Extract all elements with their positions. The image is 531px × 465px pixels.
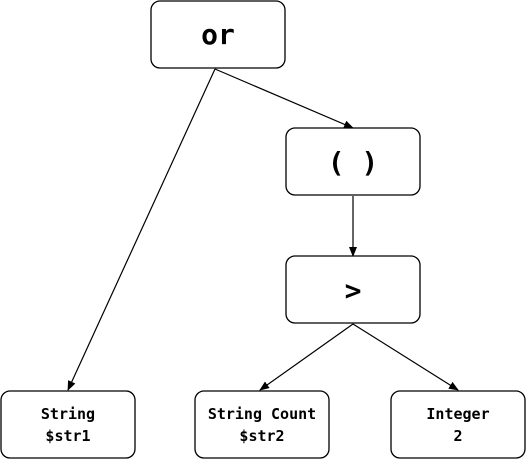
edge-or-to-string [67, 68, 216, 391]
node-string-count: String Count $str2 [194, 390, 330, 459]
node-string-count-line1: String Count [208, 405, 316, 423]
node-parens: ( ) [285, 127, 421, 196]
node-integer: Integer 2 [390, 390, 526, 459]
edge-gt-to-string-count [259, 323, 354, 391]
node-gt-label: > [345, 274, 362, 307]
node-integer-box [390, 390, 526, 459]
node-string-count-box [194, 390, 330, 459]
edge-gt-to-integer [352, 323, 459, 391]
node-string-count-line2: $str2 [239, 427, 284, 445]
node-gt-box [285, 255, 421, 324]
node-string-line1: String [41, 405, 95, 423]
node-parens-box [285, 127, 421, 196]
node-integer-line2: 2 [453, 427, 462, 445]
node-integer-line1: Integer [426, 405, 489, 423]
edge-or-to-parens [214, 68, 354, 129]
node-or-label: or [201, 18, 235, 51]
node-string-line2: $str1 [45, 427, 90, 445]
node-string-box [0, 390, 136, 459]
node-gt: > [285, 255, 421, 324]
node-or-box [150, 0, 286, 69]
edges [67, 68, 459, 391]
node-string: String $str1 [0, 390, 136, 459]
node-parens-label: ( ) [328, 146, 379, 179]
node-or: or [150, 0, 286, 69]
